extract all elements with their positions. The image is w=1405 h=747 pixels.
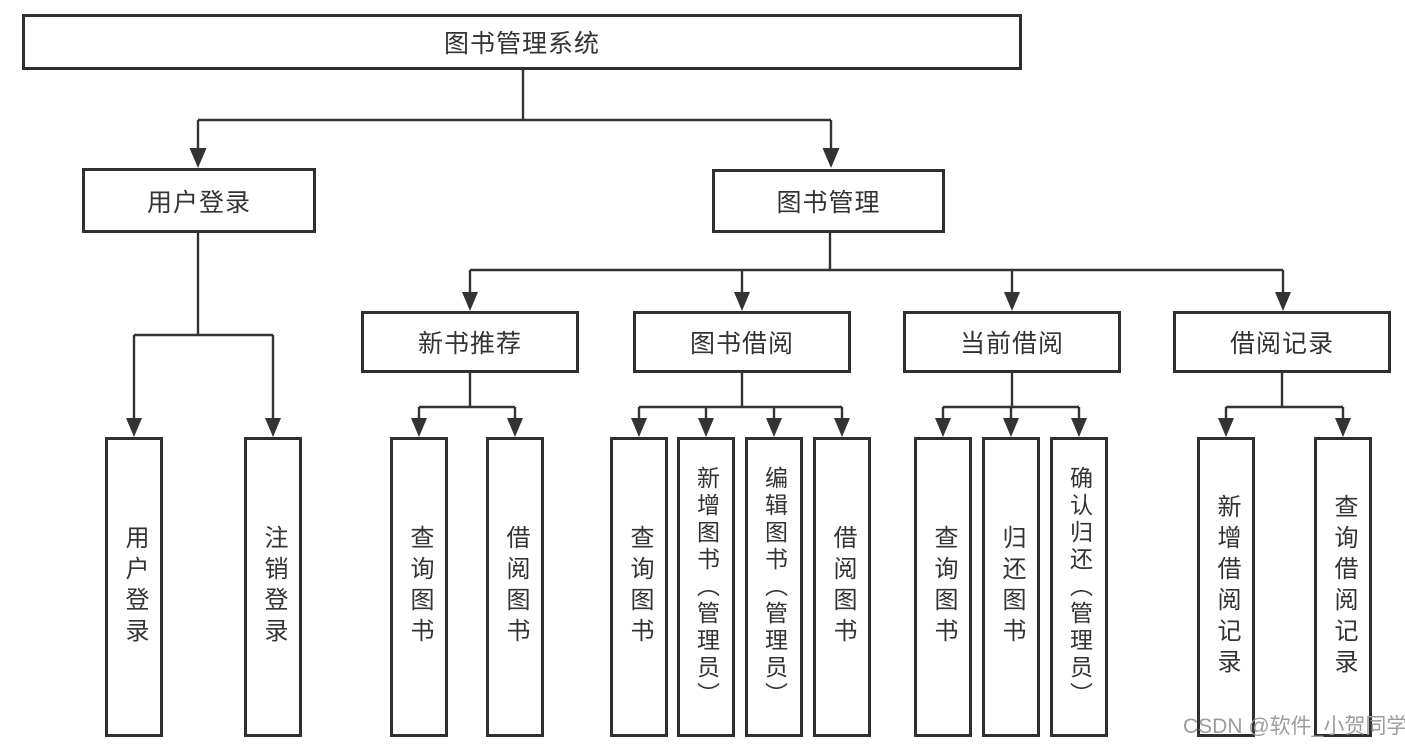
leaf-label: 归还图书	[998, 525, 1025, 649]
csdn-watermark: CSDN @软件_小贺同学	[1183, 715, 1405, 738]
leaf-label: 用户登录	[121, 525, 148, 649]
node-book-borrow: 图书借阅	[633, 311, 851, 373]
node-root-label: 图书管理系统	[443, 30, 600, 58]
leaf-add-borrow-record: 新增借阅记录	[1197, 437, 1255, 737]
leaf-label: 查询借阅记录	[1330, 494, 1357, 680]
leaf-label: 借阅图书	[502, 525, 529, 649]
edge-current-to-leaves	[935, 373, 1087, 437]
leaf-query-books-3: 查询图书	[914, 437, 972, 737]
leaf-user-login: 用户登录	[105, 437, 163, 737]
leaf-label: 查询图书	[626, 525, 653, 649]
node-borrow-records: 借阅记录	[1173, 311, 1391, 373]
edge-borrow-to-leaves	[631, 373, 850, 437]
node-label: 当前借阅	[959, 330, 1064, 358]
leaf-confirm-return-admin: 确认归还（管理员）	[1050, 437, 1108, 737]
leaf-edit-books-admin: 编辑图书（管理员）	[745, 437, 803, 737]
node-label: 新书推荐	[417, 330, 522, 358]
leaf-borrow-books-1: 借阅图书	[486, 437, 544, 737]
node-label: 图书借阅	[689, 330, 794, 358]
leaf-label: 新增借阅记录	[1213, 494, 1240, 680]
edge-bookmgmt-to-level3	[462, 233, 1291, 311]
leaf-label: 新增图书（管理员）	[693, 465, 720, 709]
leaf-add-books-admin: 新增图书（管理员）	[677, 437, 735, 737]
edge-records-to-leaves	[1218, 373, 1351, 437]
leaf-label: 借阅图书	[829, 525, 856, 649]
leaf-borrow-books-2: 借阅图书	[813, 437, 871, 737]
leaf-return-books: 归还图书	[982, 437, 1040, 737]
leaf-label: 确认归还（管理员）	[1066, 465, 1093, 709]
leaf-label: 编辑图书（管理员）	[761, 465, 788, 709]
leaf-query-books-2: 查询图书	[610, 437, 668, 737]
node-label: 图书管理	[776, 189, 881, 217]
edge-root-to-level2	[189, 70, 840, 168]
leaf-label: 查询图书	[930, 525, 957, 649]
leaf-query-borrow-record: 查询借阅记录	[1314, 437, 1372, 737]
node-user-login-group: 用户登录	[82, 168, 316, 233]
leaf-logout: 注销登录	[244, 437, 302, 737]
edge-userlogin-to-leaves	[126, 233, 281, 437]
node-new-book-recommend: 新书推荐	[361, 311, 579, 373]
leaf-label: 注销登录	[260, 525, 287, 649]
node-label: 借阅记录	[1229, 330, 1334, 358]
node-current-borrow: 当前借阅	[903, 311, 1121, 373]
node-root: 图书管理系统	[22, 14, 1022, 70]
edge-newbooks-to-leaves	[411, 373, 523, 437]
node-label: 用户登录	[146, 188, 251, 217]
leaf-label: 查询图书	[406, 525, 433, 649]
leaf-query-books-1: 查询图书	[390, 437, 448, 737]
node-book-management: 图书管理	[712, 169, 945, 233]
